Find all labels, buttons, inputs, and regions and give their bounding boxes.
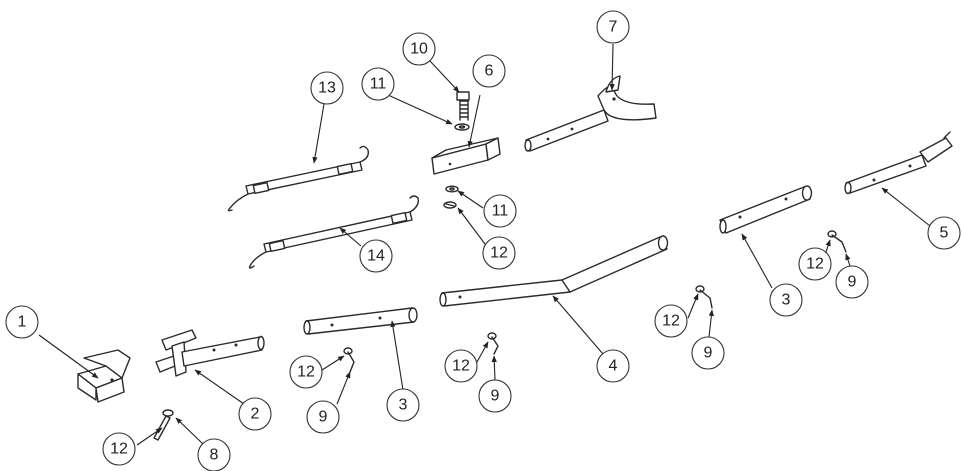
svg-text:8: 8 [210, 447, 219, 464]
callout-9: 9 [691, 336, 725, 370]
callout-11: 11 [483, 194, 517, 228]
part-9-clip-a [343, 347, 355, 373]
part-12-nut [443, 201, 457, 209]
callout-12: 12 [654, 304, 688, 338]
callout-12: 12 [102, 432, 136, 466]
part-2-bracket-tube [155, 329, 265, 377]
svg-text:2: 2 [251, 406, 260, 423]
svg-text:12: 12 [490, 245, 508, 262]
callout-9: 9 [835, 265, 869, 299]
callout-12: 12 [798, 247, 832, 281]
callout-12: 12 [444, 349, 478, 383]
part-11-washer-top [454, 123, 470, 131]
svg-text:13: 13 [318, 80, 336, 97]
part-10-bolt [456, 91, 470, 121]
svg-text:5: 5 [940, 225, 949, 242]
svg-text:12: 12 [452, 358, 470, 375]
svg-text:3: 3 [399, 397, 408, 414]
callout-1: 1 [5, 305, 39, 339]
svg-text:11: 11 [370, 76, 387, 93]
callout-3: 3 [769, 283, 803, 317]
part-6-clamp-block [431, 137, 501, 175]
svg-text:1: 1 [18, 314, 27, 331]
svg-text:10: 10 [410, 41, 428, 58]
callout-7: 7 [596, 10, 630, 44]
svg-text:12: 12 [297, 364, 315, 381]
svg-text:9: 9 [319, 409, 328, 426]
part-9-clip-c [695, 285, 713, 309]
part-3-tube-left [303, 307, 418, 335]
callout-3: 3 [386, 388, 420, 422]
svg-text:12: 12 [110, 441, 128, 458]
svg-text:4: 4 [609, 358, 618, 375]
part-3-tube-right [719, 185, 813, 234]
callout-12: 12 [482, 236, 516, 270]
callout-2: 2 [238, 397, 272, 431]
callout-5: 5 [927, 216, 961, 250]
part-7-saddle-tube [524, 75, 657, 152]
svg-text:14: 14 [367, 248, 385, 265]
svg-text:9: 9 [704, 345, 713, 362]
leader-lines [38, 43, 931, 446]
part-8-pin [153, 409, 174, 441]
callout-12: 12 [289, 355, 323, 389]
svg-text:3: 3 [782, 292, 791, 309]
part-13-strap-upper [227, 145, 370, 212]
part-5-tube-clip [844, 131, 953, 195]
callout-6: 6 [472, 54, 506, 88]
svg-text:6: 6 [485, 63, 494, 80]
callout-11: 11 [361, 67, 395, 101]
callout-4: 4 [596, 349, 630, 383]
svg-text:11: 11 [492, 203, 509, 220]
callout-9: 9 [478, 379, 512, 413]
svg-text:12: 12 [662, 313, 680, 330]
part-1-bracket [77, 349, 131, 403]
callout-13: 13 [310, 71, 344, 105]
callout-10: 10 [402, 32, 436, 66]
part-9-clip-b [487, 332, 499, 355]
svg-text:7: 7 [609, 19, 618, 36]
callout-14: 14 [359, 239, 393, 273]
part-11-washer-bottom [445, 185, 459, 193]
callout-8: 8 [197, 438, 231, 471]
svg-text:12: 12 [806, 256, 824, 273]
part-14-strap-lower [248, 195, 420, 269]
svg-text:9: 9 [491, 388, 500, 405]
part-9-clip-d [827, 230, 847, 253]
callout-9: 9 [306, 400, 340, 434]
part-4-bent-tube [439, 235, 669, 307]
svg-text:9: 9 [848, 274, 857, 291]
